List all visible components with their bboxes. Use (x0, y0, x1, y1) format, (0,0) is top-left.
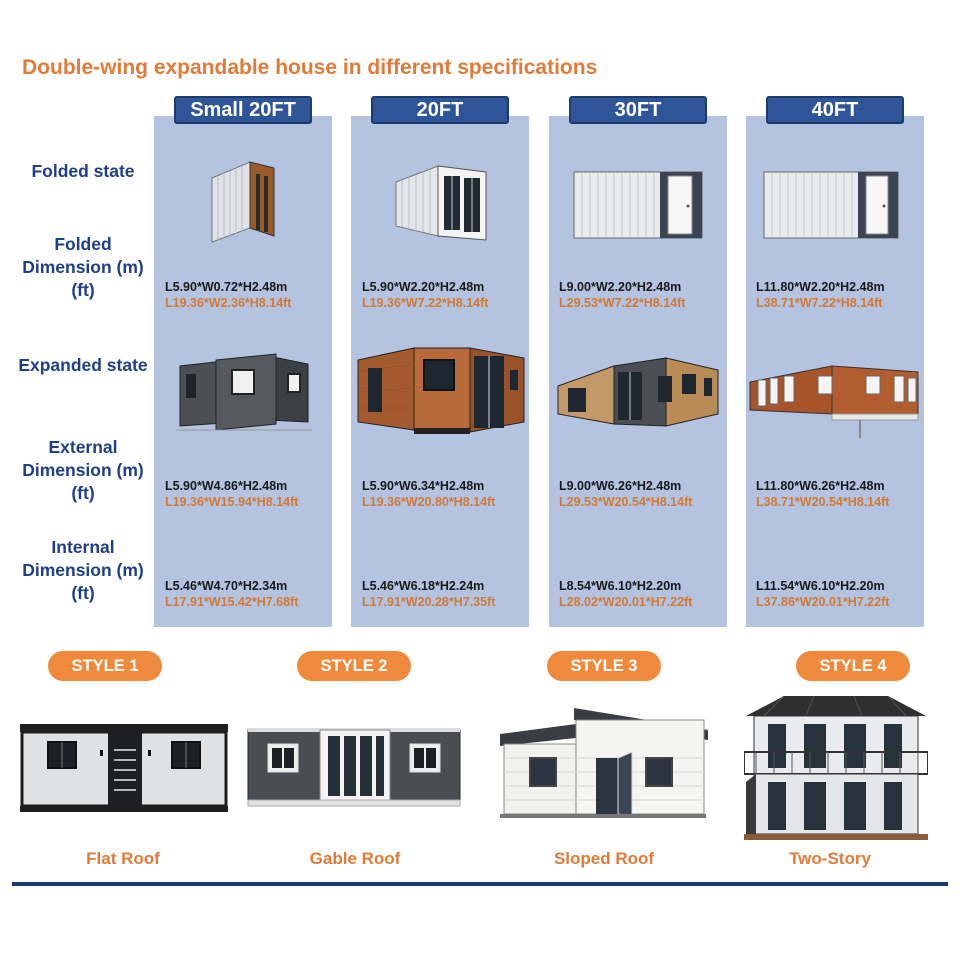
col-header-30ft: 30FT (569, 96, 707, 124)
row-label-internal-dimension: Internal Dimension (m) (ft) (18, 536, 148, 605)
internal-dimension-20ft: L5.46*W6.18*H2.24m L17.91*W20.28*H7.35ft (362, 578, 495, 610)
dimension-imperial: L29.53*W20.54*H8.14ft (559, 495, 693, 509)
dimension-metric: L11.54*W6.10*H2.20m (756, 579, 885, 593)
dimension-imperial: L37.86*W20.01*H7.22ft (756, 595, 890, 609)
style-2-name: Gable Roof (309, 849, 401, 868)
row-label-expanded-state: Expanded state (18, 354, 148, 377)
dimension-metric: L5.46*W4.70*H2.34m (165, 579, 288, 593)
col-header-20ft: 20FT (371, 96, 509, 124)
flat-roof-house-image (18, 722, 230, 816)
dimension-imperial: L17.91*W20.28*H7.35ft (362, 595, 496, 609)
expanded-house-40ft-image (748, 362, 924, 440)
folded-dimension-40ft: L11.80*W2.20*H2.48m L38.71*W7.22*H8.14ft (756, 279, 885, 311)
dimension-imperial: L19.36*W15.94*H8.14ft (165, 495, 299, 509)
dimension-metric: L5.46*W6.18*H2.24m (362, 579, 485, 593)
folded-container-30ft-image (572, 166, 704, 242)
folded-dimension-20ft: L5.90*W2.20*H2.48m L19.36*W7.22*H8.14ft (362, 279, 488, 311)
style-1-name: Flat Roof (86, 849, 160, 868)
expanded-house-20ft-image (354, 342, 528, 440)
dimension-imperial: L19.36*W20.80*H8.14ft (362, 495, 496, 509)
row-label-folded-dimension: Folded Dimension (m) (ft) (18, 233, 148, 302)
external-dimension-40ft: L11.80*W6.26*H2.48m L38.71*W20.54*H8.14f… (756, 478, 889, 510)
col-header-40ft: 40FT (766, 96, 904, 124)
style-3-name: Sloped Roof (553, 849, 655, 868)
page-title: Double-wing expandable house in differen… (22, 56, 598, 79)
external-dimension-20ft: L5.90*W6.34*H2.48m L19.36*W20.80*H8.14ft (362, 478, 495, 510)
row-label-folded-state: Folded state (18, 160, 148, 183)
row-label-text: Internal Dimension (m) (ft) (22, 537, 144, 603)
bottom-divider (12, 882, 948, 886)
dimension-imperial: L38.71*W7.22*H8.14ft (756, 296, 883, 310)
dimension-imperial: L19.36*W2.36*H8.14ft (165, 296, 292, 310)
folded-container-20ft-image (392, 160, 492, 246)
dimension-metric: L5.90*W6.34*H2.48m (362, 479, 485, 493)
style-4-badge: STYLE 4 (796, 651, 910, 681)
dimension-metric: L9.00*W6.26*H2.48m (559, 479, 682, 493)
dimension-imperial: L38.71*W20.54*H8.14ft (756, 495, 890, 509)
expanded-house-30ft-image (554, 352, 722, 432)
col-header-small-20ft: Small 20FT (174, 96, 312, 124)
style-4-name: Two-Story (789, 849, 871, 868)
dimension-metric: L5.90*W4.86*H2.48m (165, 479, 288, 493)
dimension-metric: L5.90*W2.20*H2.48m (362, 280, 485, 294)
row-label-text: External Dimension (m) (ft) (22, 437, 144, 503)
dimension-metric: L9.00*W2.20*H2.48m (559, 280, 682, 294)
row-label-text: Folded Dimension (m) (ft) (22, 234, 144, 300)
folded-container-small-20ft-image (206, 158, 280, 246)
gable-roof-house-image (246, 724, 462, 808)
style-1-badge: STYLE 1 (48, 651, 162, 681)
style-2-badge: STYLE 2 (297, 651, 411, 681)
external-dimension-small-20ft: L5.90*W4.86*H2.48m L19.36*W15.94*H8.14ft (165, 478, 298, 510)
row-label-text: Folded state (31, 161, 135, 181)
dimension-imperial: L29.53*W7.22*H8.14ft (559, 296, 686, 310)
dimension-imperial: L17.91*W15.42*H7.68ft (165, 595, 299, 609)
folded-dimension-small-20ft: L5.90*W0.72*H2.48m L19.36*W2.36*H8.14ft (165, 279, 291, 311)
external-dimension-30ft: L9.00*W6.26*H2.48m L29.53*W20.54*H8.14ft (559, 478, 692, 510)
folded-container-40ft-image (762, 166, 900, 242)
dimension-imperial: L28.02*W20.01*H7.22ft (559, 595, 693, 609)
folded-dimension-30ft: L9.00*W2.20*H2.48m L29.53*W7.22*H8.14ft (559, 279, 685, 311)
row-label-external-dimension: External Dimension (m) (ft) (18, 436, 148, 505)
row-label-text: Expanded state (18, 355, 148, 375)
dimension-metric: L11.80*W6.26*H2.48m (756, 479, 885, 493)
internal-dimension-40ft: L11.54*W6.10*H2.20m L37.86*W20.01*H7.22f… (756, 578, 889, 610)
dimension-metric: L8.54*W6.10*H2.20m (559, 579, 682, 593)
sloped-roof-house-image (496, 706, 710, 824)
dimension-imperial: L19.36*W7.22*H8.14ft (362, 296, 489, 310)
style-3-badge: STYLE 3 (547, 651, 661, 681)
internal-dimension-30ft: L8.54*W6.10*H2.20m L28.02*W20.01*H7.22ft (559, 578, 692, 610)
internal-dimension-small-20ft: L5.46*W4.70*H2.34m L17.91*W15.42*H7.68ft (165, 578, 298, 610)
two-story-house-image (744, 694, 928, 844)
expanded-house-small-20ft-image (176, 350, 312, 434)
dimension-metric: L5.90*W0.72*H2.48m (165, 280, 288, 294)
dimension-metric: L11.80*W2.20*H2.48m (756, 280, 885, 294)
